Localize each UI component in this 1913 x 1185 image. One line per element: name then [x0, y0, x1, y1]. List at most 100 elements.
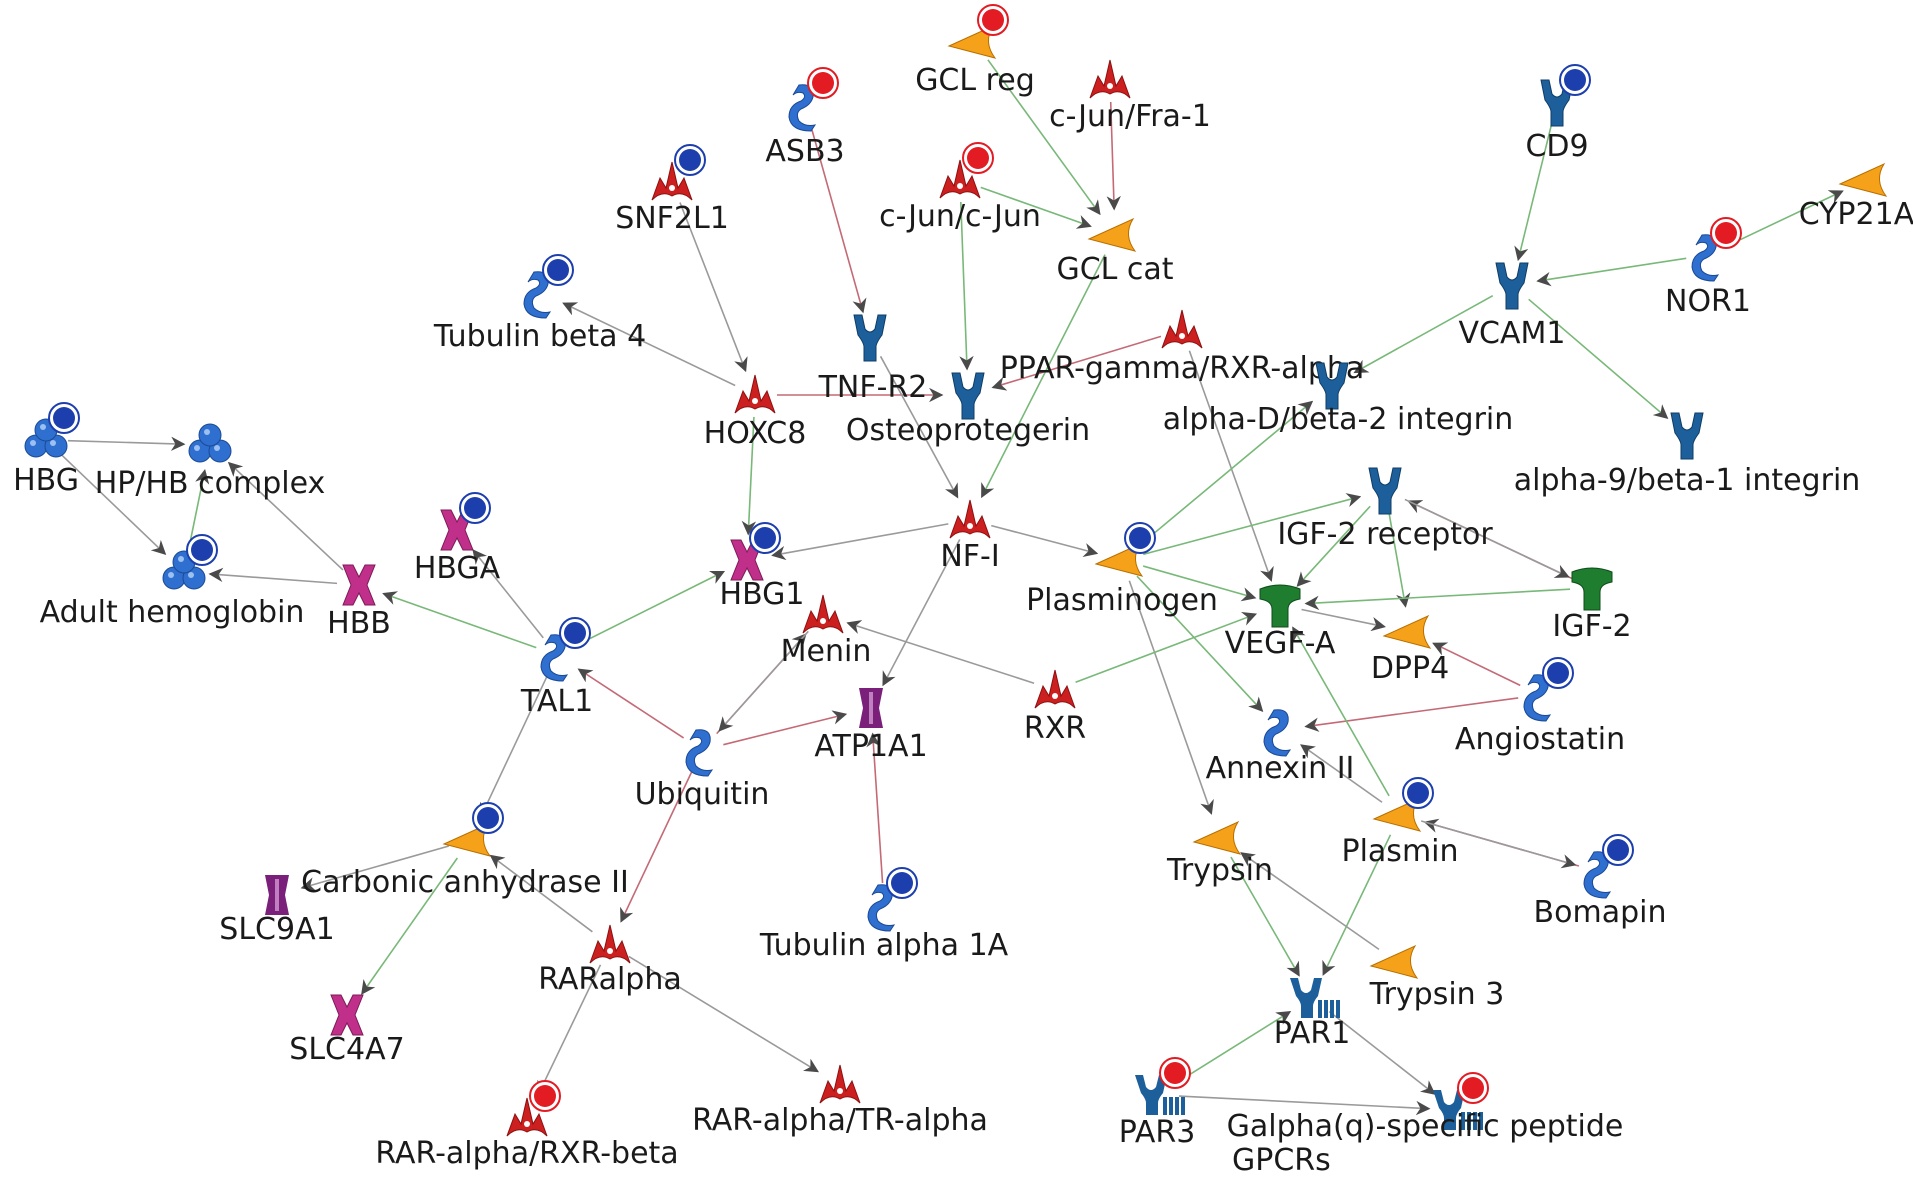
protein-icon	[1263, 709, 1292, 757]
node-igf2[interactable]: IGF-2	[1552, 567, 1632, 644]
node-rar_rxrb[interactable]: RAR-alpha/RXR-beta	[375, 1080, 679, 1171]
node-label: Annexin II	[1206, 751, 1355, 786]
red-marker-icon	[529, 1080, 561, 1112]
edge-vcam1-to-a9_b1	[1528, 298, 1669, 420]
node-rar_tr[interactable]: RAR-alpha/TR-alpha	[692, 1064, 988, 1138]
receptor-icon	[1670, 412, 1704, 460]
edge-hoxc8-to-tubb4	[562, 302, 736, 387]
node-cd9[interactable]: CD9	[1525, 64, 1591, 164]
edge-igf2r-to-igf2	[1404, 498, 1570, 578]
node-label: Plasminogen	[1026, 583, 1218, 618]
edge-menin-to-ubiquitin	[718, 630, 809, 732]
node-hbg[interactable]: HBG	[13, 402, 80, 498]
node-rxr[interactable]: RXR	[1024, 669, 1086, 746]
node-ca2[interactable]: Carbonic anhydrase II	[301, 802, 629, 900]
node-atp1a1[interactable]: ATP1A1	[814, 688, 928, 764]
red-marker-icon	[807, 67, 839, 99]
edge-hbg-to-adult_hb	[61, 454, 167, 556]
node-tnfr2[interactable]: TNF-R2	[818, 314, 928, 405]
edge-plasmin-to-par1	[1322, 834, 1392, 976]
protein-icon	[540, 634, 569, 682]
node-label: SLC9A1	[219, 912, 334, 947]
node-nfi[interactable]: NF-I	[940, 499, 1000, 574]
node-cjun_fra1[interactable]: c-Jun/Fra-1	[1049, 59, 1211, 134]
edge-nor1-to-cyp21a2	[1727, 190, 1844, 247]
node-label: alpha-D/beta-2 integrin	[1163, 402, 1514, 437]
node-ubiquitin[interactable]: Ubiquitin	[635, 729, 770, 812]
node-plasmin[interactable]: Plasmin	[1341, 777, 1459, 869]
blue-marker-icon	[1602, 834, 1634, 866]
node-gcl_reg[interactable]: GCL reg	[915, 4, 1035, 98]
node-label: HBB	[327, 606, 391, 641]
node-slc4a7[interactable]: SLC4A7	[289, 994, 405, 1067]
node-nor1[interactable]: NOR1	[1665, 217, 1751, 319]
node-gcl_cat[interactable]: GCL cat	[1056, 217, 1174, 287]
protein-icon	[523, 271, 552, 319]
node-dpp4[interactable]: DPP4	[1371, 614, 1449, 686]
node-label: VCAM1	[1459, 316, 1566, 351]
node-opg[interactable]: Osteoprotegerin	[846, 372, 1090, 448]
node-hphb[interactable]: HP/HB complex	[95, 423, 326, 501]
node-label: RARalpha	[538, 962, 682, 997]
ligand-icon	[1571, 567, 1613, 611]
node-label: GPCRs	[1232, 1143, 1331, 1178]
node-slc9a1[interactable]: SLC9A1	[219, 875, 335, 947]
node-label: HBG1	[720, 577, 805, 612]
channel-icon	[265, 875, 289, 915]
node-vegfa[interactable]: VEGF-A	[1225, 584, 1336, 661]
node-ppar_rxr[interactable]: PPAR-gamma/RXR-alpha	[1000, 309, 1365, 386]
node-tal1[interactable]: TAL1	[520, 617, 593, 719]
node-hbb[interactable]: HBB	[327, 564, 391, 641]
edge-tal1-to-ca2	[480, 674, 549, 818]
protein-icon	[1691, 234, 1720, 282]
node-par1[interactable]: PAR1	[1274, 978, 1351, 1051]
node-label: RAR-alpha/RXR-beta	[375, 1136, 678, 1171]
node-bomapin[interactable]: Bomapin	[1534, 834, 1667, 930]
blue-marker-icon	[472, 802, 504, 834]
node-tuba1a[interactable]: Tubulin alpha 1A	[759, 867, 1009, 963]
node-trypsin3[interactable]: Trypsin 3	[1369, 944, 1505, 1012]
node-cyp21a2[interactable]: CYP21A2	[1799, 162, 1913, 232]
edge-par1-to-galpha	[1328, 1010, 1436, 1095]
ligand-icon	[1259, 584, 1301, 628]
node-ad_b2[interactable]: alpha-D/beta-2 integrin	[1163, 362, 1514, 437]
edge-vegfa-to-dpp4	[1301, 608, 1386, 632]
node-tubb4[interactable]: Tubulin beta 4	[433, 254, 646, 354]
edge-adult_hb-to-hphb	[187, 469, 210, 551]
enzyme-icon	[1838, 162, 1888, 197]
node-plasminogen[interactable]: Plasminogen	[1026, 522, 1218, 618]
node-cjun_cjun[interactable]: c-Jun/c-Jun	[879, 142, 1041, 234]
node-trypsin[interactable]: Trypsin	[1166, 820, 1273, 888]
edge-tal1-to-hbg1	[576, 570, 726, 646]
node-asb3[interactable]: ASB3	[765, 67, 845, 169]
node-hbga[interactable]: HBGA	[414, 492, 501, 586]
edge-angiostatin-to-dpp4	[1432, 642, 1521, 687]
edge-ubiquitin-to-atp1a1	[723, 710, 848, 746]
node-label: SNF2L1	[615, 201, 729, 236]
red-marker-icon	[962, 142, 994, 174]
complex-icon	[162, 550, 206, 590]
node-label: Tubulin alpha 1A	[759, 928, 1009, 963]
node-angiostatin[interactable]: Angiostatin	[1455, 657, 1625, 757]
node-label: HP/HB complex	[95, 466, 326, 501]
node-vcam1[interactable]: VCAM1	[1459, 262, 1566, 351]
node-menin[interactable]: Menin	[781, 594, 872, 669]
node-label: RXR	[1024, 711, 1086, 746]
node-par3[interactable]: PAR3	[1119, 1057, 1196, 1150]
node-hoxc8[interactable]: HOXC8	[704, 374, 807, 451]
node-raralpha[interactable]: RARalpha	[538, 924, 682, 997]
node-igf2r[interactable]: IGF-2 receptor	[1277, 467, 1493, 552]
node-hbg1[interactable]: HBG1	[720, 522, 805, 612]
blue-marker-icon	[1402, 777, 1434, 809]
node-a9_b1[interactable]: alpha-9/beta-1 integrin	[1514, 412, 1861, 498]
node-label: c-Jun/Fra-1	[1049, 99, 1211, 134]
edge-plasmin-to-annexin2	[1300, 744, 1383, 803]
protein-icon	[1523, 674, 1552, 722]
node-annexin2[interactable]: Annexin II	[1206, 709, 1355, 786]
node-adult_hb[interactable]: Adult hemoglobin	[40, 534, 305, 630]
edges-layer	[61, 59, 1844, 1116]
node-label: Trypsin	[1166, 853, 1273, 888]
node-snf2l1[interactable]: SNF2L1	[615, 144, 729, 236]
transcription-factor-icon	[819, 1064, 861, 1104]
